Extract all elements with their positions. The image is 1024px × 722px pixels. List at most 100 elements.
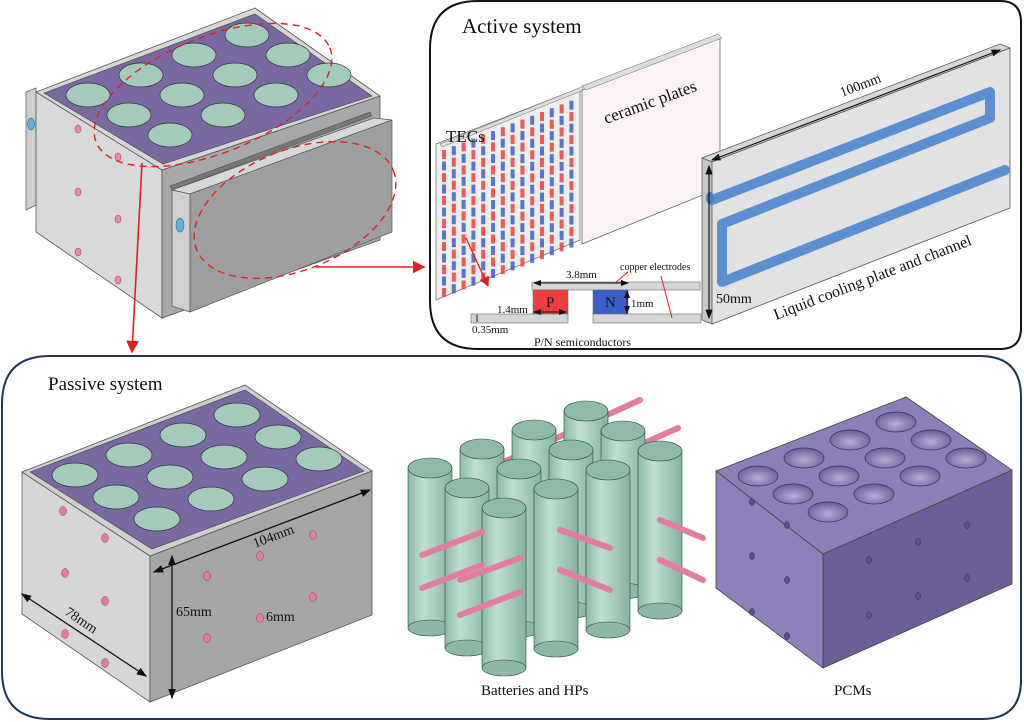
tec-couple	[549, 131, 554, 141]
tec-couple	[481, 249, 486, 259]
pcm-pipe-hole	[964, 521, 970, 529]
battery-cell-top	[295, 446, 343, 472]
tec-couple	[461, 188, 466, 198]
tec-couple	[520, 188, 525, 198]
tec-couple	[451, 157, 456, 167]
battery-top	[548, 439, 594, 461]
tec-couple	[451, 238, 456, 248]
tec-couple	[442, 161, 446, 171]
tec-couple	[442, 253, 446, 263]
battery-cell-top	[213, 402, 261, 428]
tec-couple	[442, 219, 446, 228]
active-panel-title: Active system	[462, 14, 582, 38]
pcm-pipe-hole	[749, 498, 755, 506]
tec-couple	[491, 177, 495, 186]
tec-couple	[461, 165, 466, 175]
tec-couple	[549, 154, 554, 164]
heatpipe-hole	[61, 568, 69, 578]
tec-couple	[481, 146, 486, 156]
tec-couple	[461, 222, 466, 232]
tec-couple	[530, 115, 535, 125]
battery-top	[600, 420, 646, 442]
battery-cell-top	[133, 506, 181, 532]
heatpipe-hole	[59, 506, 67, 516]
tec-couple	[500, 230, 505, 240]
pcm-cell-hole	[818, 465, 860, 487]
tec-couple	[549, 211, 554, 221]
batteries-caption: Batteries and HPs	[481, 683, 589, 699]
tec-couple	[442, 265, 446, 274]
tec-couple	[442, 288, 446, 297]
battery-top	[511, 419, 557, 441]
battery-cell-top	[253, 82, 299, 108]
tec-couple	[559, 230, 564, 240]
tec-couple	[500, 196, 505, 206]
pcm-caption: PCMs	[834, 683, 872, 699]
tec-couple	[530, 219, 535, 229]
tec-couple	[461, 211, 466, 221]
battery-top	[496, 458, 542, 480]
tec-couple	[491, 200, 495, 209]
battery-top	[585, 459, 631, 481]
tec-couple	[500, 207, 505, 217]
tec-couple	[520, 223, 525, 233]
heatpipe-stub	[557, 527, 613, 551]
heatpipe-stub	[657, 517, 706, 541]
tec-couple	[471, 138, 476, 148]
tec-couple	[471, 253, 476, 263]
p-label: P	[546, 295, 554, 311]
battery-cell-top	[224, 22, 270, 48]
tec-couple	[461, 234, 466, 244]
pcm-cell-hole	[910, 429, 952, 451]
tec-couple	[491, 257, 495, 267]
inlet-port	[27, 117, 35, 131]
tec-couple	[540, 112, 544, 121]
tec-couple	[559, 150, 564, 160]
pcm-cell-hole	[945, 447, 987, 469]
battery-bottom	[533, 640, 579, 658]
tec-couple	[510, 157, 515, 167]
tec-couple	[520, 119, 525, 129]
tec-couple	[500, 138, 505, 148]
tec-couple	[461, 176, 466, 186]
heatpipe-holes	[74, 124, 122, 285]
heatpipe-hole	[309, 592, 317, 602]
pcm-pipe-hole	[964, 574, 970, 582]
battery-cell-top	[254, 424, 302, 450]
pcm-cell-hole	[899, 465, 941, 487]
heatpipe-hole	[256, 551, 264, 561]
tec-couple	[510, 238, 515, 248]
tec-couple	[520, 257, 525, 267]
pn-semiconductor-schematic: P N 3.8mm 1.4mm 1mm 0.35mm copper electr…	[465, 237, 702, 349]
tec-couple	[530, 242, 535, 252]
tec-couple	[530, 138, 535, 148]
battery-top	[481, 497, 527, 519]
battery-cylinder	[637, 450, 683, 612]
tec-couple	[569, 215, 574, 225]
tec-couple	[540, 238, 544, 248]
tec-couple	[451, 146, 456, 156]
tec-couple	[549, 200, 554, 210]
tec-couple	[510, 146, 515, 156]
battery-top	[533, 478, 579, 500]
tec-couple	[569, 181, 574, 191]
tec-couple	[471, 196, 476, 206]
tec-couple	[500, 150, 505, 160]
pn-caption: P/N semiconductors	[534, 335, 631, 349]
tec-couple	[510, 226, 515, 236]
tec-couple	[510, 261, 515, 271]
tec-couple	[442, 276, 446, 286]
battery-cell-top	[159, 422, 207, 448]
battery-bottom	[637, 602, 683, 620]
battery-bottom	[585, 621, 631, 639]
pcm-pipe-hole	[784, 576, 790, 584]
heatpipe-hole	[101, 596, 109, 606]
heatpipe-hole	[61, 629, 69, 639]
tec-couple	[471, 230, 476, 240]
callout-cooling-plate	[193, 140, 397, 280]
pcm-cell-hole	[737, 465, 779, 487]
passive-panel-title: Passive system	[48, 374, 163, 395]
tec-couple	[471, 219, 476, 229]
pcm-pipe-hole	[915, 592, 921, 600]
